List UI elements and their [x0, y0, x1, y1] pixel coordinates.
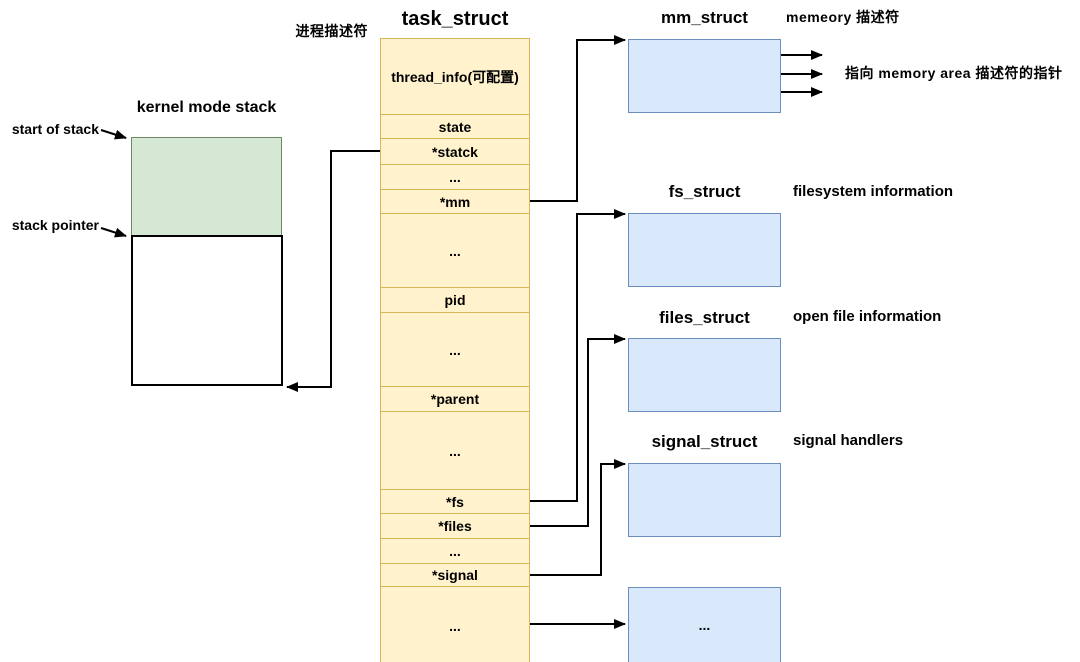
task-struct-row-signal: *signal: [381, 564, 529, 587]
task-struct-row-dots: ...: [381, 412, 529, 490]
files-struct-box: [628, 338, 781, 412]
mm-struct-annotation: memeory 描述符: [786, 9, 900, 25]
task-struct-row-files: *files: [381, 514, 529, 539]
files-struct-title: files_struct: [659, 308, 750, 327]
fs-struct-box: [628, 213, 781, 287]
task-struct-table: thread_info(可配置) state *statck ... *mm .…: [380, 38, 530, 662]
fs-struct-title: fs_struct: [668, 182, 741, 201]
arrow-stack-pointer: [100, 227, 127, 238]
process-descriptor-label: 进程描述符: [295, 23, 368, 39]
signal-struct-box: [628, 463, 781, 537]
arrow-start-of-stack: [100, 129, 127, 140]
mm-struct-title: mm_struct: [661, 8, 748, 27]
task-struct-row-parent: *parent: [381, 387, 529, 412]
memory-area-pointer-note: 指向 memory area 描述符的指针: [845, 65, 1063, 81]
task-struct-row-thread-info: thread_info(可配置): [381, 39, 529, 115]
kernel-stack-title: kernel mode stack: [136, 99, 277, 116]
task-struct-row-dots: ...: [381, 165, 529, 190]
arrow-mm-to-mm-struct: [530, 35, 626, 202]
files-struct-annotation: open file information: [793, 308, 942, 325]
task-struct-row-statck: *statck: [381, 139, 529, 165]
mm-struct-box: [628, 39, 781, 113]
task-struct-row-dots: ...: [449, 617, 461, 634]
task-struct-row-state: state: [381, 115, 529, 139]
bottom-ellipsis-box: ...: [628, 587, 781, 662]
signal-struct-title: signal_struct: [651, 432, 758, 451]
kernel-stack-free-region: [131, 235, 283, 386]
arrow-signal-to-signal-struct: [530, 459, 626, 576]
task-struct-row-mm: *mm: [381, 190, 529, 214]
task-struct-row-dots: ...: [381, 313, 529, 387]
signal-struct-annotation: signal handlers: [793, 432, 904, 449]
task-struct-row-dots: ...: [381, 539, 529, 564]
arrow-fs-to-fs-struct: [530, 209, 626, 502]
task-struct-row-fs: *fs: [381, 490, 529, 514]
task-struct-row-dots: ...: [381, 214, 529, 288]
task-struct-row-pid: pid: [381, 288, 529, 313]
fs-struct-annotation: filesystem information: [793, 183, 954, 200]
task-struct-title: task_struct: [401, 8, 509, 30]
kernel-stack-used-region: [131, 137, 282, 236]
start-of-stack-label: start of stack: [11, 121, 99, 137]
arrow-stack-to-kernel-stack: [286, 150, 380, 392]
stack-pointer-label: stack pointer: [11, 217, 99, 233]
arrow-files-to-files-struct: [530, 334, 626, 527]
